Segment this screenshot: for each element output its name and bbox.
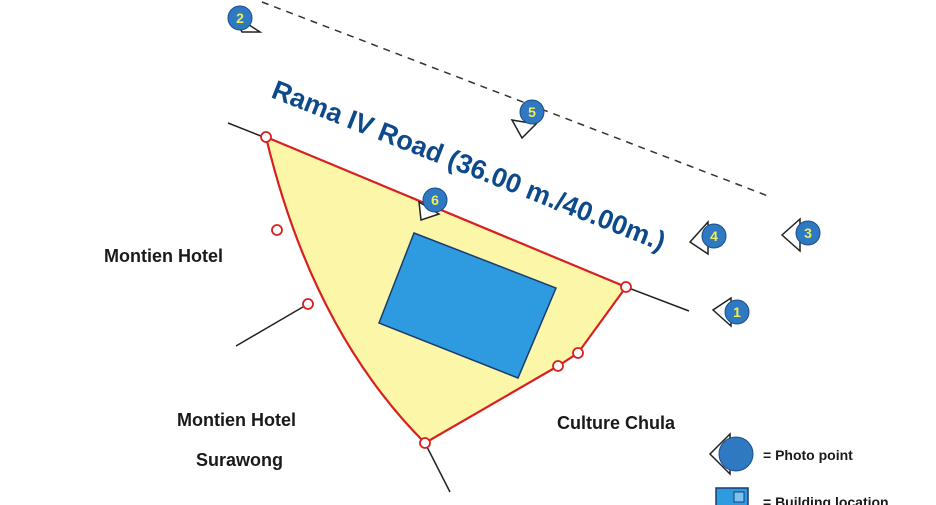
photo-point-1[interactable]: 1: [711, 296, 750, 328]
boundary-vertex: [302, 298, 314, 310]
photo-point-circle: [795, 220, 821, 246]
photo-point-2[interactable]: 2: [227, 5, 263, 33]
photo-point-number: 3: [804, 225, 812, 241]
photo-point-4[interactable]: 4: [688, 220, 727, 256]
photo-point-number: 5: [528, 104, 536, 120]
site-extension-line: [227, 122, 267, 139]
photo-point-circle: [422, 187, 448, 213]
photo-point-circle: [701, 223, 727, 249]
photo-point-number: 2: [236, 10, 244, 26]
photo-point-circle: [227, 5, 253, 31]
boundary-vertices: [260, 131, 632, 449]
boundary-vertex: [620, 281, 632, 293]
boundary-vertex: [271, 224, 283, 236]
boundary-vertex: [572, 347, 584, 359]
boundary-vertex: [260, 131, 272, 143]
place-label-montien-hotel-surawong-line2: Surawong: [196, 450, 284, 470]
photo-point-3[interactable]: 3: [780, 217, 821, 253]
photo-point-circle: [519, 99, 545, 125]
photo-point-circle: [718, 436, 754, 472]
legend-photo-point-symbol: [708, 432, 754, 476]
place-label-montien-hotel-surawong-line1: Montien Hotel: [177, 410, 296, 430]
boundary-vertex: [552, 360, 564, 372]
legend-building-location-label: = Building location: [763, 494, 889, 505]
place-label-montien-hotel: Montien Hotel: [104, 246, 223, 266]
photo-point-number: 1: [733, 304, 741, 320]
legend-photo-point-label: = Photo point: [763, 447, 853, 463]
photo-point-number: 4: [710, 228, 718, 244]
photo-point-direction-arrow: [510, 119, 538, 140]
place-label-culture-chula: Culture Chula: [557, 413, 676, 433]
photo-point-5[interactable]: 5: [510, 99, 545, 140]
building-location: [378, 232, 557, 379]
photo-point-number: 6: [431, 192, 439, 208]
site-extension-line: [424, 442, 451, 493]
site-extension-line: [235, 303, 309, 347]
photo-point-6[interactable]: 6: [418, 187, 448, 222]
photo-point-circle: [724, 299, 750, 325]
legend-building-square-inner: [733, 491, 745, 503]
boundary-vertex: [419, 437, 431, 449]
site-extension-line: [625, 286, 690, 312]
legend-building-symbol: [715, 487, 749, 505]
